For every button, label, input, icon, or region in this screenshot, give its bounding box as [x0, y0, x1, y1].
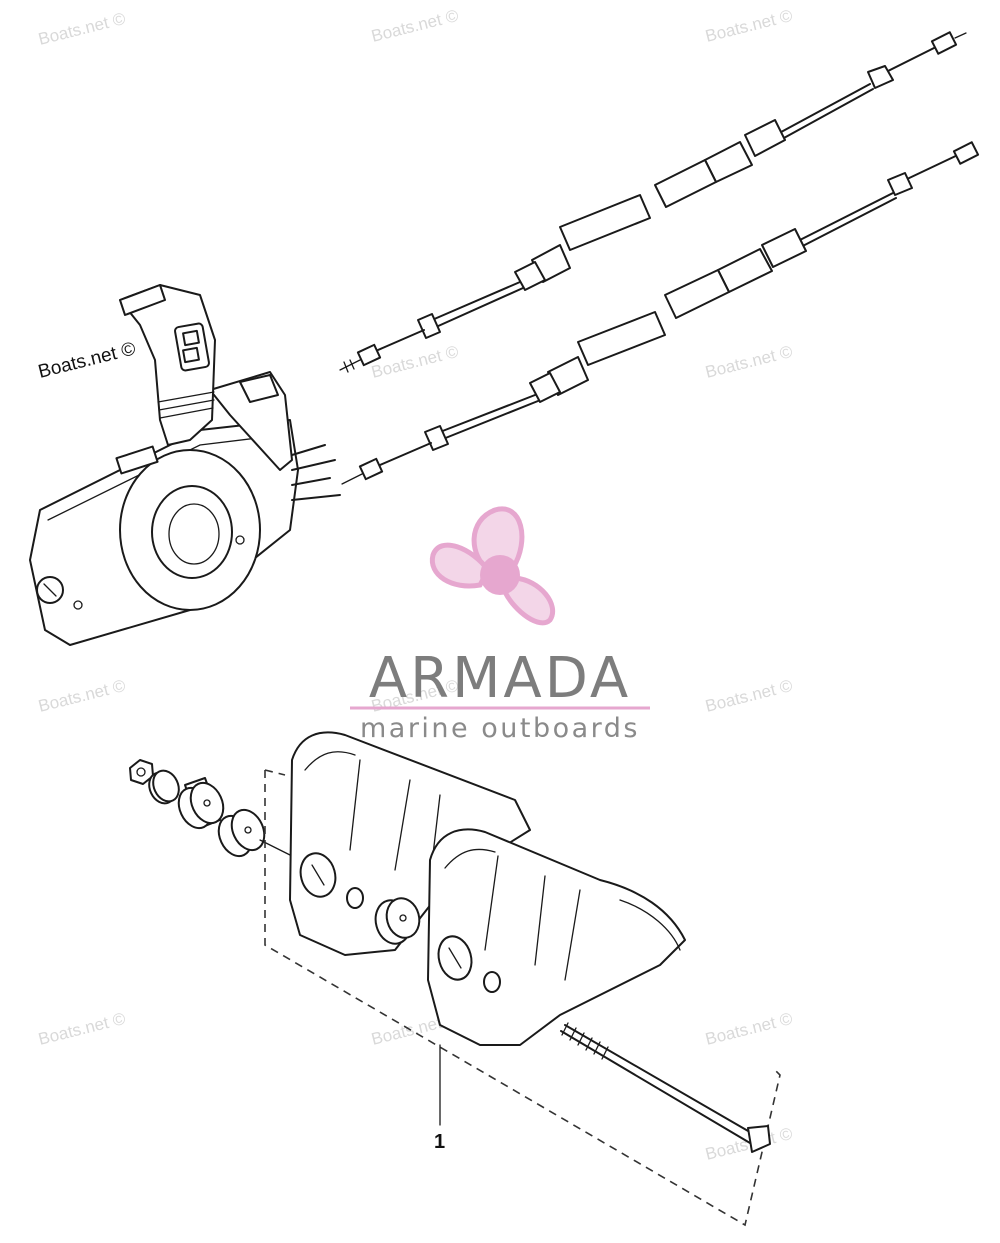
armada-logo: ARMADA marine outboards: [350, 506, 650, 744]
callout-label: 1: [434, 1131, 445, 1153]
remote-control-box: Boats.net ©: [29, 284, 341, 646]
brand-tagline: marine outboards: [360, 713, 640, 744]
watermark: Boats.net ©: [703, 676, 794, 716]
mounting-spacer-kit: [264, 731, 781, 1227]
upper-control-cable: [339, 31, 967, 373]
watermark: Boats.net ©: [703, 1009, 794, 1049]
watermark: Boats.net ©: [36, 1009, 127, 1049]
watermark: Boats.net ©: [36, 9, 127, 49]
watermark: Boats.net ©: [369, 6, 460, 46]
watermark: Boats.net ©: [703, 6, 794, 46]
lower-control-cable: [341, 141, 980, 485]
watermark: Boats.net ©: [36, 676, 127, 716]
brand-name: ARMADA: [369, 646, 631, 711]
watermark: Boats.net ©: [703, 342, 794, 382]
dark-watermark: Boats.net ©: [36, 338, 138, 382]
propeller-hub: [480, 555, 520, 595]
spacer-hardware: [129, 759, 301, 861]
callout-1: 1: [434, 1044, 445, 1153]
propeller-icon: [429, 506, 555, 626]
